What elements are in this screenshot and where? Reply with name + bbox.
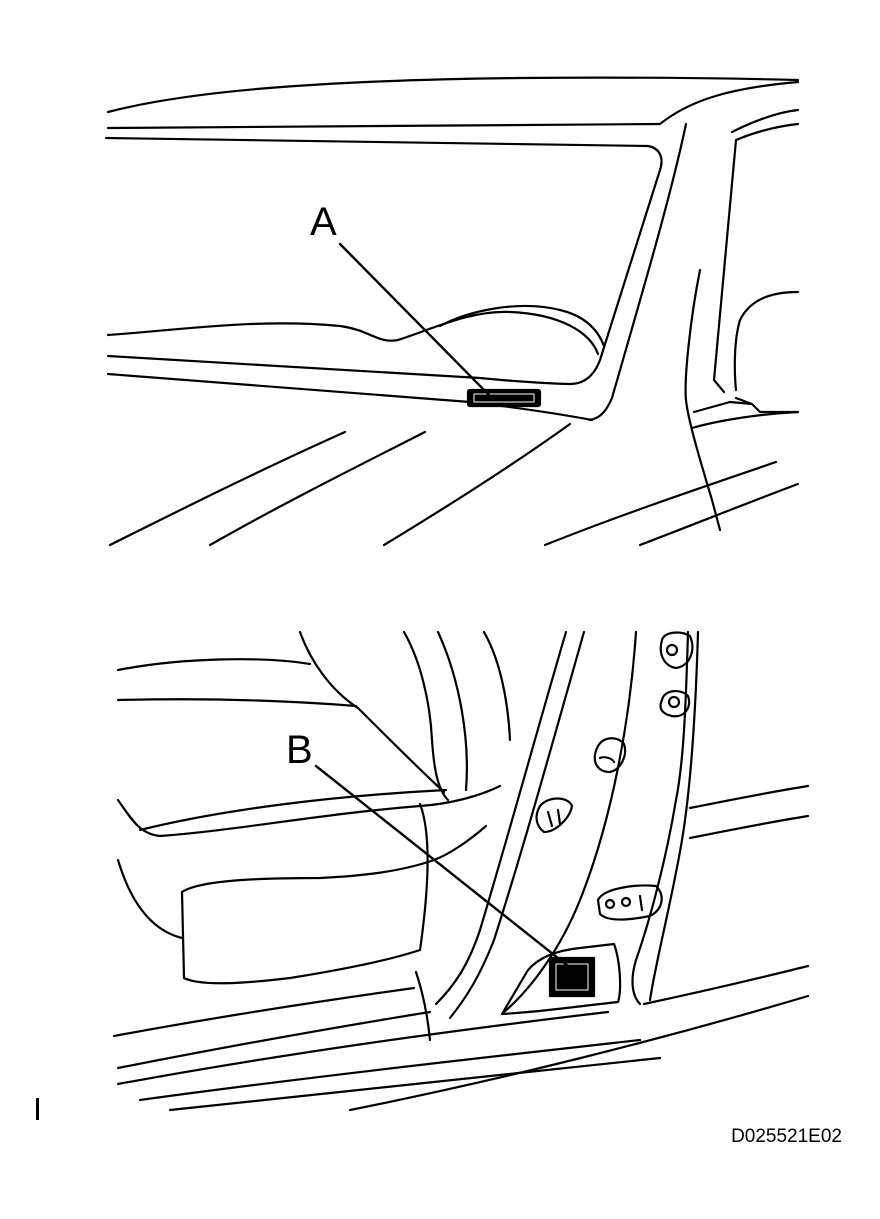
seat-side-3 xyxy=(482,630,512,742)
seat-cushion-top xyxy=(116,784,502,838)
b-pillar-front-2 xyxy=(448,630,586,1020)
callout-label-b: B xyxy=(286,728,313,772)
dashboard-top xyxy=(106,310,600,356)
leader-line-a xyxy=(338,242,492,398)
b-pillar-front-1 xyxy=(434,630,568,1006)
vin-plate-a-inner xyxy=(473,393,535,403)
door-trim xyxy=(692,400,754,414)
pillar-slot-2-detail xyxy=(638,894,644,912)
a-pillar-rear xyxy=(588,122,688,422)
seat-headrest xyxy=(298,630,446,794)
right-seat-bottom xyxy=(734,396,800,414)
corner-mark xyxy=(36,1098,39,1120)
pillar-slot-2-dot-2 xyxy=(620,896,632,908)
roof-inner xyxy=(106,122,662,130)
seat-cushion-front xyxy=(116,858,184,940)
bottom-panel-drawing xyxy=(112,630,810,1112)
sill-line-3 xyxy=(414,970,432,1042)
seat-cushion-lower xyxy=(418,802,429,952)
sill-line-6 xyxy=(168,1056,662,1112)
rear-door-line-2 xyxy=(688,814,810,840)
vin-plate-b-inner xyxy=(555,963,589,991)
pillar-clip-1-dot xyxy=(665,643,679,657)
seat-cushion-body xyxy=(180,824,488,894)
figure-code: D025521E02 xyxy=(731,1126,842,1147)
pillar-slot-1 xyxy=(535,797,574,834)
seat-back-top xyxy=(116,658,312,672)
top-panel-drawing xyxy=(104,76,800,547)
dash-line-3 xyxy=(382,422,572,547)
pillar-clip-3 xyxy=(593,737,627,774)
sill-line-2 xyxy=(116,1010,432,1070)
door-pillar-line xyxy=(684,268,722,532)
callout-label-a: A xyxy=(310,200,337,244)
seat-front-box xyxy=(180,890,422,985)
right-seat-top xyxy=(733,290,800,392)
sill-line-8 xyxy=(348,994,810,1112)
sill-line-5 xyxy=(138,1038,642,1102)
side-window-top xyxy=(734,122,800,142)
seat-side-2 xyxy=(436,630,468,792)
pillar-slot-1-detail xyxy=(546,808,562,828)
seat-side xyxy=(402,630,450,802)
steering-hood xyxy=(438,304,606,348)
seat-back-line xyxy=(116,698,358,708)
pillar-slot-2 xyxy=(596,884,663,921)
pillar-clip-2-dot xyxy=(667,695,681,709)
pillar-slot-2-dot-1 xyxy=(604,898,616,910)
sill-plate-outline xyxy=(500,942,622,1016)
dash-line-2 xyxy=(208,430,427,547)
pillar-clip-3-inner xyxy=(598,756,616,764)
pillar-clip-2 xyxy=(659,690,691,718)
b-pillar-rear-2 xyxy=(631,630,690,1006)
side-window-edge xyxy=(712,138,738,394)
b-pillar-rear-1 xyxy=(502,630,638,1014)
a-pillar-front xyxy=(568,168,662,386)
sill-line-7 xyxy=(642,964,810,1006)
sill-line-4 xyxy=(116,1010,610,1086)
windshield-top xyxy=(104,136,663,172)
a-pillar-outer xyxy=(658,80,800,126)
dash-line-1 xyxy=(108,430,347,547)
rear-door-line-1 xyxy=(688,784,810,810)
dash-line-4 xyxy=(543,460,778,547)
door-trim-2 xyxy=(690,410,800,430)
roof-edge xyxy=(106,76,800,114)
dash-line-5 xyxy=(638,482,800,547)
leader-line-b xyxy=(314,764,570,968)
dashboard-edge xyxy=(106,354,572,386)
pillar-clip-1 xyxy=(659,631,694,670)
seat-cushion-line xyxy=(138,788,448,832)
sill-line-1 xyxy=(112,986,416,1038)
side-window-frame xyxy=(730,108,800,134)
b-pillar-rear-3 xyxy=(648,630,700,1002)
